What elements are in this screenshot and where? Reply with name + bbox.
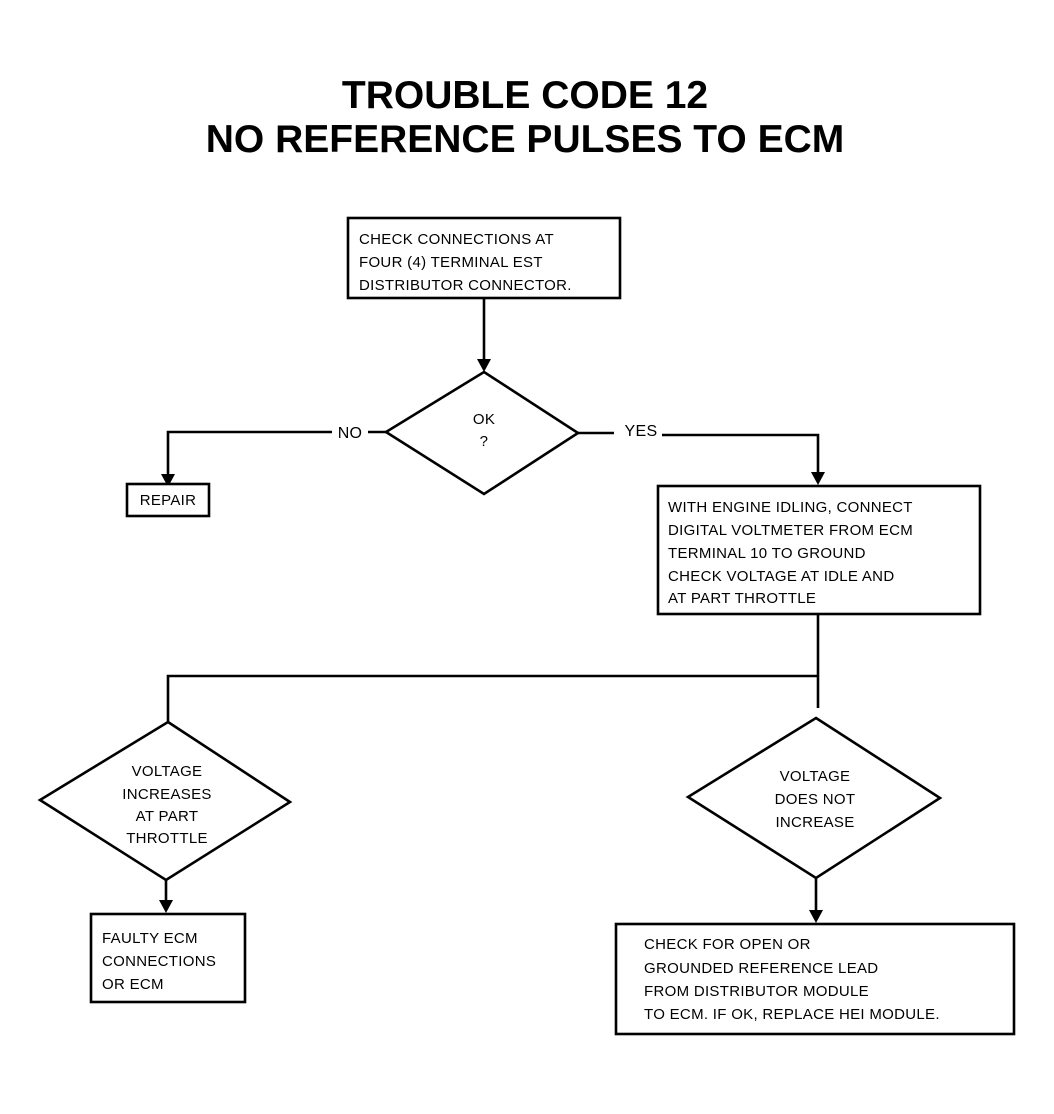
node-text-line: WITH ENGINE IDLING, CONNECT bbox=[668, 499, 913, 516]
title-line-1: TROUBLE CODE 12 bbox=[342, 74, 708, 117]
node-repair: REPAIR bbox=[125, 482, 211, 518]
node-engine-idling-box bbox=[656, 484, 982, 616]
arrowhead bbox=[161, 474, 175, 487]
node-text-line: OR ECM bbox=[102, 976, 164, 993]
arrowhead bbox=[159, 900, 173, 913]
node-repair-box bbox=[125, 482, 211, 518]
node-text-line: VOLTAGE bbox=[780, 768, 851, 785]
node-text-line: DOES NOT bbox=[775, 791, 856, 808]
node-text-line: DIGITAL VOLTMETER FROM ECM bbox=[668, 522, 913, 539]
node-text-line: DISTRIBUTOR CONNECTOR. bbox=[359, 277, 572, 294]
arrowhead bbox=[809, 910, 823, 923]
node-ok-decision-diamond bbox=[383, 370, 581, 496]
node-text-line: FOUR (4) TERMINAL EST bbox=[359, 254, 543, 271]
title-line-2: NO REFERENCE PULSES TO ECM bbox=[206, 118, 845, 161]
node-check-open-box bbox=[614, 922, 1016, 1036]
node-text-line: FAULTY ECM bbox=[102, 930, 198, 947]
node-check-open: CHECK FOR OPEN OR GROUNDED REFERENCE LEA… bbox=[614, 922, 1016, 1036]
node-faulty-ecm-box bbox=[89, 912, 247, 1004]
node-text-line: VOLTAGE bbox=[132, 763, 203, 780]
node-text-line: CONNECTIONS bbox=[102, 953, 216, 970]
node-text-line: FROM DISTRIBUTOR MODULE bbox=[644, 983, 869, 1000]
node-text-line: CHECK CONNECTIONS AT bbox=[359, 231, 554, 248]
node-text-line: TERMINAL 10 TO GROUND bbox=[668, 545, 866, 562]
node-text-line: ? bbox=[480, 433, 489, 450]
connectors bbox=[159, 298, 825, 923]
node-engine-idling: WITH ENGINE IDLING, CONNECT DIGITAL VOLT… bbox=[656, 484, 982, 616]
edge-to-voltage-increases bbox=[166, 674, 818, 722]
node-text-line: OK bbox=[473, 411, 495, 428]
edge-ok-to-engine bbox=[662, 433, 820, 474]
node-text-line: AT PART bbox=[136, 808, 199, 825]
node-text-line: TO ECM. IF OK, REPLACE HEI MODULE. bbox=[644, 1006, 940, 1023]
title: TROUBLE CODE 12 NO REFERENCE PULSES TO E… bbox=[206, 74, 845, 161]
node-text-line: REPAIR bbox=[140, 492, 197, 509]
node-check-connections: CHECK CONNECTIONS AT FOUR (4) TERMINAL E… bbox=[346, 216, 622, 300]
arrowhead bbox=[477, 359, 491, 372]
node-text-line: AT PART THROTTLE bbox=[668, 590, 816, 607]
node-voltage-increases: VOLTAGE INCREASES AT PART THROTTLE bbox=[37, 720, 293, 882]
node-text-line: THROTTLE bbox=[126, 830, 208, 847]
arrowhead bbox=[811, 472, 825, 485]
node-text-line: CHECK FOR OPEN OR bbox=[644, 936, 811, 953]
edge-ok-to-repair bbox=[166, 430, 332, 476]
node-text-line: GROUNDED REFERENCE LEAD bbox=[644, 960, 878, 977]
node-text-line: CHECK VOLTAGE AT IDLE AND bbox=[668, 568, 894, 585]
node-check-connections-box bbox=[346, 216, 622, 300]
node-voltage-not-increase-diamond bbox=[685, 716, 943, 880]
node-voltage-not-increase: VOLTAGE DOES NOT INCREASE bbox=[685, 716, 943, 880]
node-faulty-ecm: FAULTY ECM CONNECTIONS OR ECM bbox=[89, 912, 247, 1004]
edge-label-yes: YES bbox=[625, 423, 658, 440]
edge-label-no: NO bbox=[338, 425, 363, 442]
node-voltage-increases-diamond bbox=[37, 720, 293, 882]
node-ok-decision: OK ? bbox=[383, 370, 581, 496]
node-text-line: INCREASES bbox=[122, 786, 211, 803]
node-text-line: INCREASE bbox=[775, 814, 854, 831]
